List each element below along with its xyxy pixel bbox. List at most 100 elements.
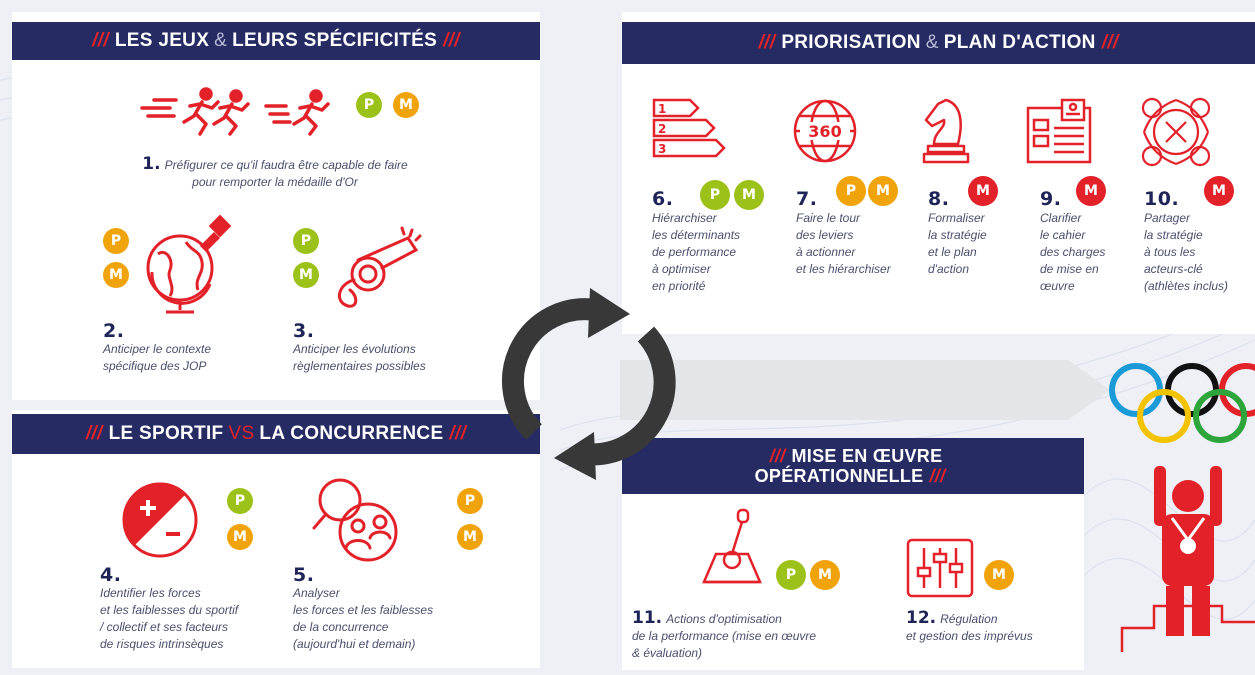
badge-m: M bbox=[227, 524, 253, 550]
item-text: à tous les bbox=[1144, 245, 1196, 259]
header-slashes: /// bbox=[929, 466, 946, 486]
badge-p: P bbox=[293, 228, 319, 254]
svg-text:1: 1 bbox=[658, 102, 666, 116]
header-jeux: /// LES JEUX & LEURS SPÉCIFICITÉS /// bbox=[12, 22, 540, 60]
cycle-arrows-icon bbox=[501, 288, 676, 480]
item-10: 10. Partager la stratégie à tous les act… bbox=[1144, 176, 1228, 295]
chess-knight-icon bbox=[922, 98, 970, 164]
item-text: des charges bbox=[1040, 245, 1106, 259]
item-text: Faire le tour bbox=[796, 211, 861, 225]
item-text: Hiérarchiser bbox=[652, 211, 717, 225]
item-text: Partager bbox=[1144, 211, 1191, 225]
ranked-arrows-icon: 1 2 3 bbox=[652, 98, 726, 158]
badge-m: M bbox=[968, 176, 998, 206]
badge-p: P bbox=[836, 176, 866, 206]
plus-minus-icon bbox=[122, 482, 198, 558]
network-share-icon bbox=[1141, 97, 1211, 167]
item-5: 5. Analyser les forces et les faiblesses… bbox=[293, 566, 433, 653]
panel-priorisation bbox=[622, 12, 1255, 334]
header-slashes: /// bbox=[449, 423, 467, 444]
item-1: 1.Préfigurer ce qu'il faudra être capabl… bbox=[100, 156, 450, 191]
badge-p: P bbox=[776, 560, 806, 590]
item-text: acteurs-clé bbox=[1144, 262, 1203, 276]
item-text: des leviers bbox=[796, 228, 854, 242]
header-title-l2: OPÉRATIONNELLE bbox=[754, 466, 924, 486]
header-slashes: /// bbox=[769, 446, 786, 466]
joystick-icon bbox=[702, 508, 762, 584]
item-text: (aujourd'hui et demain) bbox=[293, 637, 416, 651]
item-text: Clarifier bbox=[1040, 211, 1082, 225]
header-title-a: LES JEUX bbox=[114, 30, 210, 51]
header-title-a: PRIORISATION bbox=[781, 32, 921, 53]
badge-m: M bbox=[868, 176, 898, 206]
badge-m: M bbox=[734, 180, 764, 210]
item-4: 4. Identifier les forces et les faibless… bbox=[100, 566, 238, 653]
svg-text:3: 3 bbox=[658, 142, 666, 156]
whistle-icon bbox=[338, 226, 422, 308]
item-text: Anticiper les évolutions bbox=[293, 342, 416, 356]
svg-text:2: 2 bbox=[658, 122, 666, 136]
item-number: 9. bbox=[1040, 188, 1062, 210]
item-text: et les hiérarchiser bbox=[796, 262, 891, 276]
item-3: 3. Anticiper les évolutions règlementair… bbox=[293, 322, 426, 375]
item-text: d'action bbox=[928, 262, 969, 276]
badge-p: P bbox=[227, 488, 253, 514]
sliders-icon bbox=[906, 538, 974, 598]
item-2: 2. Anticiper le contexte spécifique des … bbox=[103, 322, 211, 375]
header-slashes: /// bbox=[758, 32, 776, 53]
item-text: œuvre bbox=[1040, 279, 1075, 293]
item-text: Formaliser bbox=[928, 211, 985, 225]
item-text: les déterminants bbox=[652, 228, 741, 242]
item-text: de la performance (mise en œuvre bbox=[632, 629, 817, 643]
header-slashes: /// bbox=[85, 423, 103, 444]
badge-m: M bbox=[810, 560, 840, 590]
globe-360-icon: 360 bbox=[793, 99, 857, 163]
item-number: 8. bbox=[928, 188, 950, 210]
badge-p: P bbox=[457, 488, 483, 514]
item-text: de la concurrence bbox=[293, 620, 389, 634]
item-text: Actions d'optimisation bbox=[666, 612, 782, 626]
header-vs: VS bbox=[228, 423, 255, 444]
header-slashes: /// bbox=[1101, 32, 1119, 53]
olympic-rings-icon bbox=[1109, 363, 1255, 443]
item-text: la stratégie bbox=[1144, 228, 1203, 242]
header-sportif: /// LE SPORTIF VS LA CONCURRENCE /// bbox=[12, 414, 540, 454]
badge-m: M bbox=[103, 262, 129, 288]
item-number: 3. bbox=[293, 320, 315, 342]
globe-360-label: 360 bbox=[808, 122, 841, 141]
item-text: de performance bbox=[652, 245, 737, 259]
badge-m: M bbox=[984, 560, 1014, 590]
item-text: Anticiper le contexte bbox=[103, 342, 212, 356]
item-text: et gestion des imprévus bbox=[906, 629, 1033, 643]
badge-m: M bbox=[1204, 176, 1234, 206]
badge-p: P bbox=[103, 228, 129, 254]
badge-p: P bbox=[356, 92, 382, 118]
item-text: & évaluation) bbox=[632, 646, 703, 660]
badge-m: M bbox=[1076, 176, 1106, 206]
header-slashes: /// bbox=[92, 30, 109, 51]
document-spec-icon bbox=[1026, 98, 1092, 164]
item-text: Préfigurer ce qu'il faudra être capable … bbox=[164, 158, 408, 172]
header-slashes: /// bbox=[443, 30, 460, 51]
item-text: / collectif et ses facteurs bbox=[100, 620, 229, 634]
item-text: de risques intrinsèques bbox=[100, 637, 224, 651]
item-number: 10. bbox=[1144, 188, 1180, 210]
header-priorisation: /// PRIORISATION & PLAN D'ACTION /// bbox=[622, 22, 1255, 64]
item-number: 1. bbox=[142, 154, 161, 174]
item-text: le cahier bbox=[1040, 228, 1086, 242]
header-mise: ///MISE EN ŒUVRE OPÉRATIONNELLE/// bbox=[622, 438, 1084, 494]
header-title-b: LEURS SPÉCIFICITÉS bbox=[232, 30, 438, 51]
item-number: 11. bbox=[632, 608, 663, 628]
item-8: 8. Formaliser la stratégie et le plan d'… bbox=[928, 176, 987, 278]
item-text: (athlètes inclus) bbox=[1144, 279, 1229, 293]
item-number: 4. bbox=[100, 564, 122, 586]
item-number: 6. bbox=[652, 188, 674, 210]
item-text: la stratégie bbox=[928, 228, 987, 242]
panel-jeux bbox=[12, 12, 540, 400]
badge-m: M bbox=[393, 92, 419, 118]
item-number: 2. bbox=[103, 320, 125, 342]
item-text: spécifique des JOP bbox=[103, 359, 207, 373]
item-text: pour remporter la médaille d'Or bbox=[192, 175, 358, 189]
item-text: Identifier les forces bbox=[100, 586, 201, 600]
badge-p: P bbox=[700, 180, 730, 210]
